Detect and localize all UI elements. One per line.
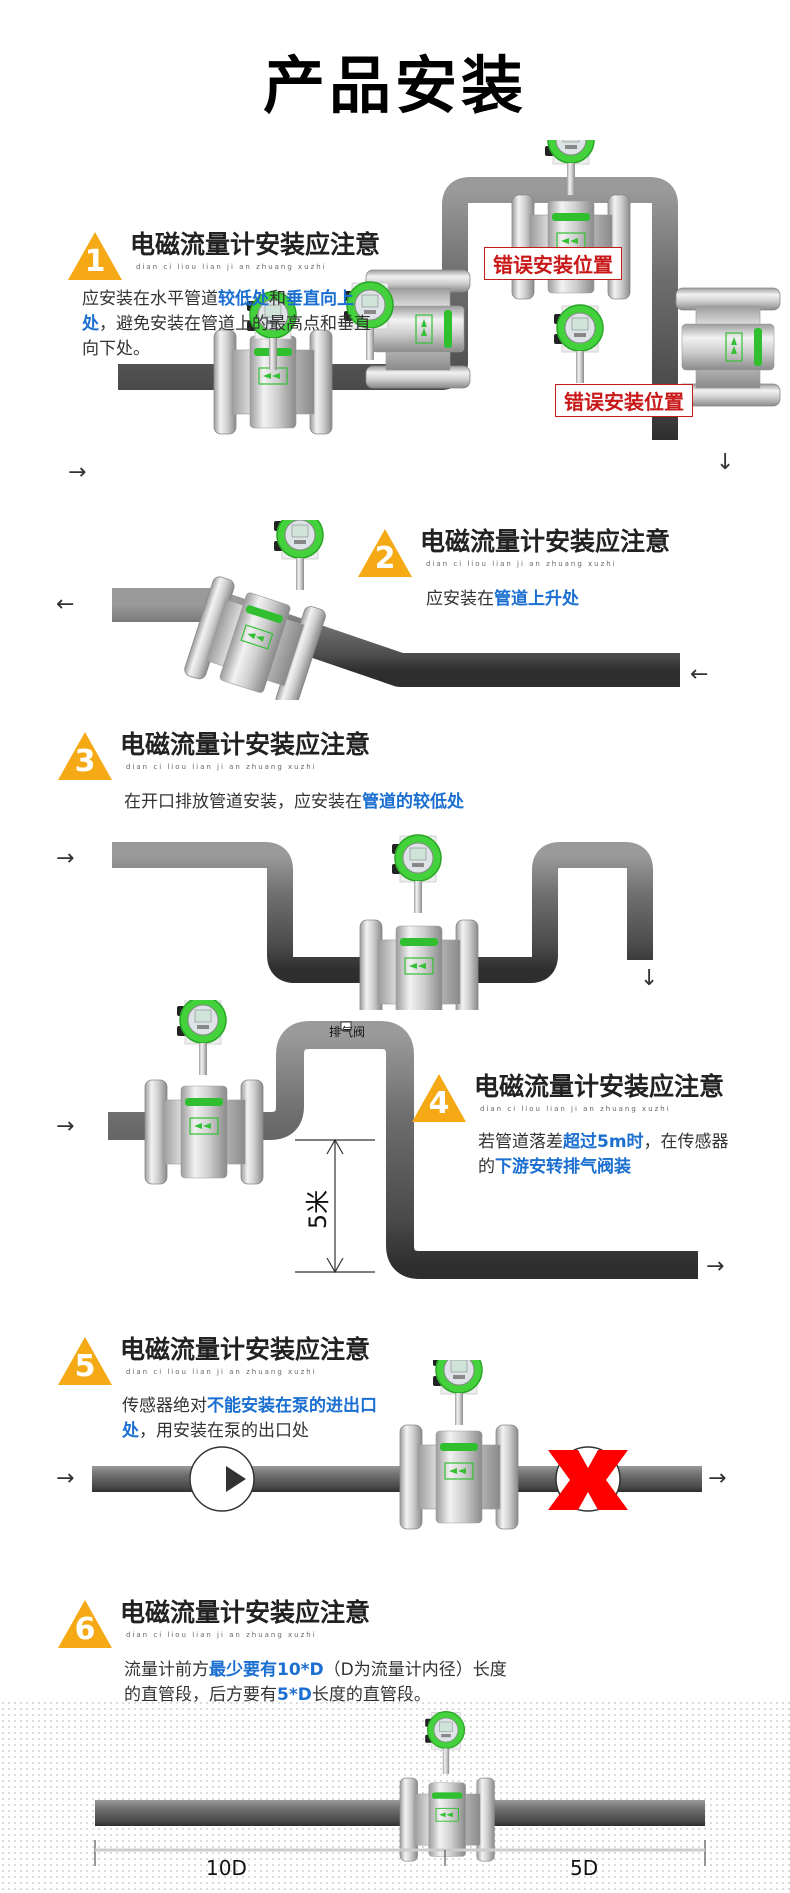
flow-arrow-icon: →	[68, 460, 87, 485]
diagram-section-1	[118, 140, 781, 440]
height-dimension	[295, 1138, 375, 1274]
section-1-description: 应安装在水平管道较低处和垂直向上处，避免安装在管道上的最高点和垂直向下处。	[82, 289, 371, 359]
section-pinyin: dian ci liou lian ji an zhuang xuzhi	[136, 263, 327, 271]
flow-arrow-icon: ↓	[640, 966, 659, 991]
section-heading-text: 电磁流量计安装应注意	[474, 1072, 725, 1101]
flow-arrow-icon: ←	[690, 662, 709, 687]
warning-badge-icon: 5	[56, 1335, 114, 1387]
warning-badge-icon: 3	[56, 730, 114, 782]
flow-arrow-icon: ←	[56, 592, 75, 617]
section-3-heading: 3 电磁流量计安装应注意 dian ci liou lian ji an zhu…	[56, 730, 370, 782]
pipe-open-discharge	[112, 842, 653, 983]
section-heading-text: 电磁流量计安装应注意	[120, 730, 371, 759]
section-pinyin: dian ci liou lian ji an zhuang xuzhi	[126, 1368, 317, 1376]
warning-badge-icon: 2	[356, 527, 414, 579]
section-heading-text: 电磁流量计安装应注意	[420, 527, 671, 556]
meter-low-point	[359, 919, 479, 1010]
diagram-section-3	[112, 834, 653, 1010]
warning-badge-icon: 1	[66, 230, 124, 282]
wrong-position-label: 错误安装位置	[484, 247, 622, 280]
flow-arrow-icon: ↓	[716, 450, 735, 475]
section-4-heading: 4 电磁流量计安装应注意 dian ci liou lian ji an zhu…	[410, 1072, 724, 1124]
warning-badge-icon: 4	[410, 1072, 468, 1124]
wrong-position-label: 错误安装位置	[555, 384, 693, 417]
x-mark-icon	[548, 1450, 628, 1510]
dotted-background	[0, 1700, 790, 1893]
upstream-length-label: 10D	[206, 1856, 247, 1880]
section-4-description: 若管道落差超过5m时，在传感器的下游安转排气阀装	[478, 1132, 729, 1177]
flow-arrow-icon: →	[56, 1466, 75, 1491]
meter-pump-outlet	[399, 1424, 519, 1530]
page-title: 产品安装	[262, 49, 527, 122]
pump-inlet-prohibited	[548, 1446, 628, 1512]
height-5m-label: 5米	[304, 1189, 333, 1230]
section-5-heading: 5 电磁流量计安装应注意 dian ci liou lian ji an zhu…	[56, 1335, 370, 1387]
section-pinyin: dian ci liou lian ji an zhuang xuzhi	[126, 763, 317, 771]
section-6-heading: 6 电磁流量计安装应注意 dian ci liou lian ji an zhu…	[56, 1598, 370, 1650]
flow-arrow-icon: →	[56, 1114, 75, 1139]
section-1-heading: 1 电磁流量计安装应注意 dian ci liou lian ji an zhu…	[66, 230, 380, 282]
exhaust-valve-label: 排气阀	[329, 1025, 366, 1039]
section-heading-text: 电磁流量计安装应注意	[120, 1598, 371, 1627]
section-2-description: 应安装在管道上升处	[426, 589, 579, 609]
flow-arrow-icon: →	[708, 1466, 727, 1491]
downstream-length-label: 5D	[570, 1856, 599, 1880]
section-2-heading: 2 电磁流量计安装应注意 dian ci liou lian ji an zhu…	[356, 527, 670, 579]
section-pinyin: dian ci liou lian ji an zhuang xuzhi	[126, 1631, 317, 1639]
diagram-section-2	[112, 520, 680, 700]
diagram-section-6	[94, 1710, 706, 1866]
section-pinyin: dian ci liou lian ji an zhuang xuzhi	[426, 560, 617, 568]
section-5-description: 传感器绝对不能安装在泵的进出口处，用安装在泵的出口处	[122, 1396, 377, 1441]
section-6-description: 流量计前方最少要有10*D（D为流量计内径）长度的直管段，后方要有5*D长度的直…	[124, 1660, 507, 1705]
section-heading-text: 电磁流量计安装应注意	[130, 230, 381, 259]
meter-upstream	[144, 1079, 264, 1185]
exhaust-valve-icon	[340, 1021, 352, 1031]
flow-arrow-icon: →	[706, 1254, 725, 1279]
pump-icon	[189, 1446, 255, 1512]
pipe-high-drop	[108, 1021, 698, 1279]
diagram-section-5	[92, 1360, 702, 1530]
section-heading-text: 电磁流量计安装应注意	[120, 1335, 371, 1364]
section-pinyin: dian ci liou lian ji an zhuang xuzhi	[480, 1105, 671, 1113]
section-3-description: 在开口排放管道安装，应安装在管道的较低处	[124, 792, 464, 812]
warning-badge-icon: 6	[56, 1598, 114, 1650]
flow-arrow-icon: →	[56, 846, 75, 871]
diagram-section-4	[108, 1000, 698, 1279]
length-dimension	[94, 1840, 706, 1866]
